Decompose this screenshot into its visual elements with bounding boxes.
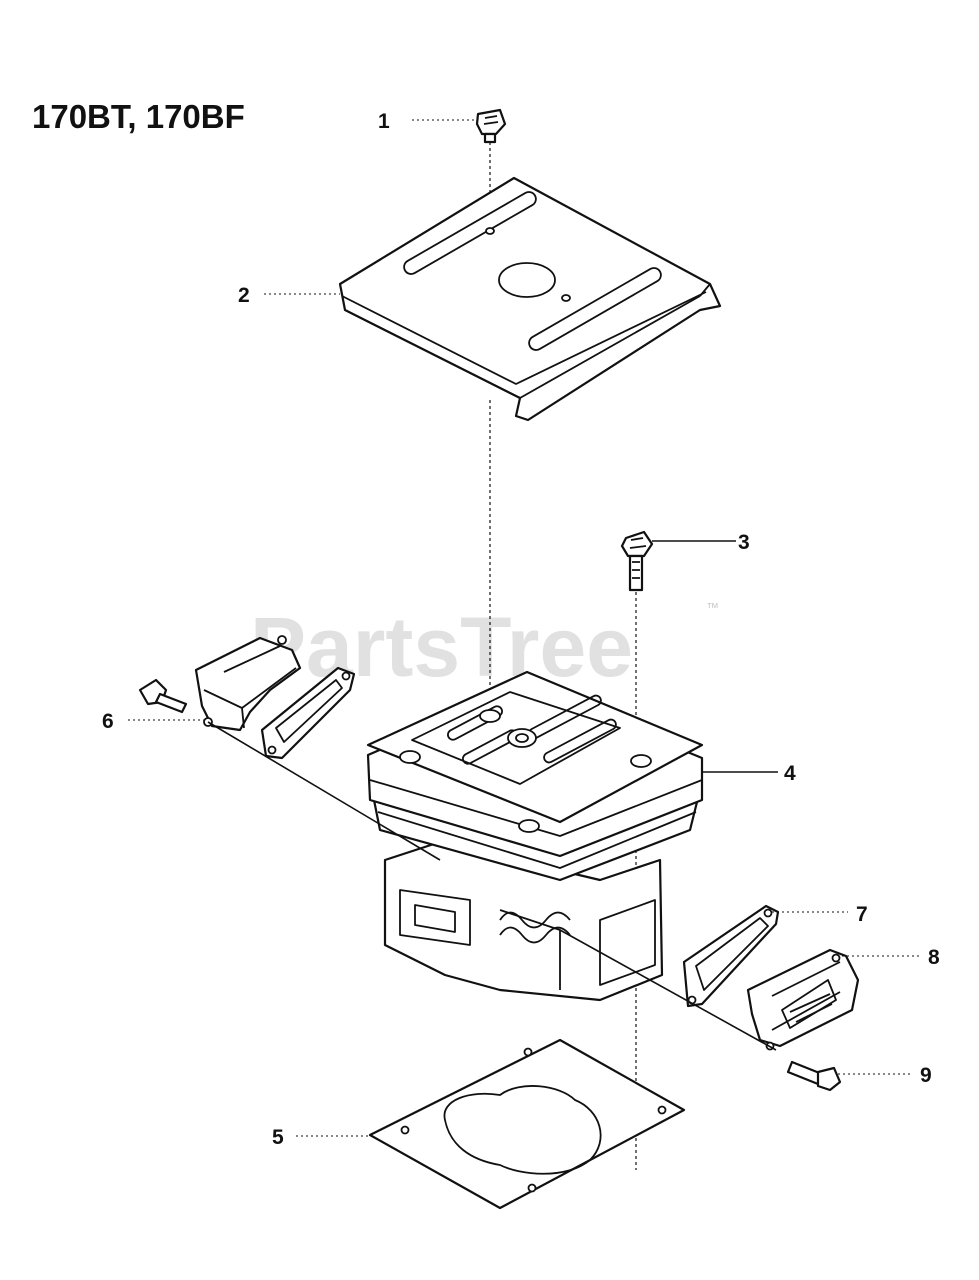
screw-top-part[interactable] — [475, 108, 507, 144]
left-flange-axis — [207, 721, 441, 861]
cylinder-part[interactable] — [366, 670, 704, 1002]
watermark: PartsTree — [250, 600, 633, 694]
callout-4[interactable]: 4 — [784, 762, 796, 785]
callout-1[interactable]: 1 — [378, 110, 390, 133]
callout-3[interactable]: 3 — [738, 531, 750, 554]
callout-6[interactable]: 6 — [102, 710, 114, 733]
left-flange-assembly-part[interactable] — [138, 635, 356, 760]
callout-9[interactable]: 9 — [920, 1064, 932, 1087]
callout-7[interactable]: 7 — [856, 903, 868, 926]
callout-5[interactable]: 5 — [272, 1126, 284, 1149]
callout-8[interactable]: 8 — [928, 946, 940, 969]
right-flange-axis — [559, 929, 777, 1051]
model-title: 170BT, 170BF — [32, 98, 245, 135]
watermark-trademark: ™ — [706, 600, 719, 615]
cylinder-bolt-part[interactable] — [620, 530, 654, 592]
right-flange-screw-part[interactable] — [786, 1060, 842, 1092]
right-flange-gasket-part[interactable] — [682, 904, 780, 1008]
callout-2[interactable]: 2 — [238, 284, 250, 307]
cylinder-base-gasket-part[interactable] — [368, 1038, 686, 1210]
right-intake-flange-part[interactable] — [746, 948, 860, 1051]
heat-shield-part[interactable] — [338, 176, 722, 422]
